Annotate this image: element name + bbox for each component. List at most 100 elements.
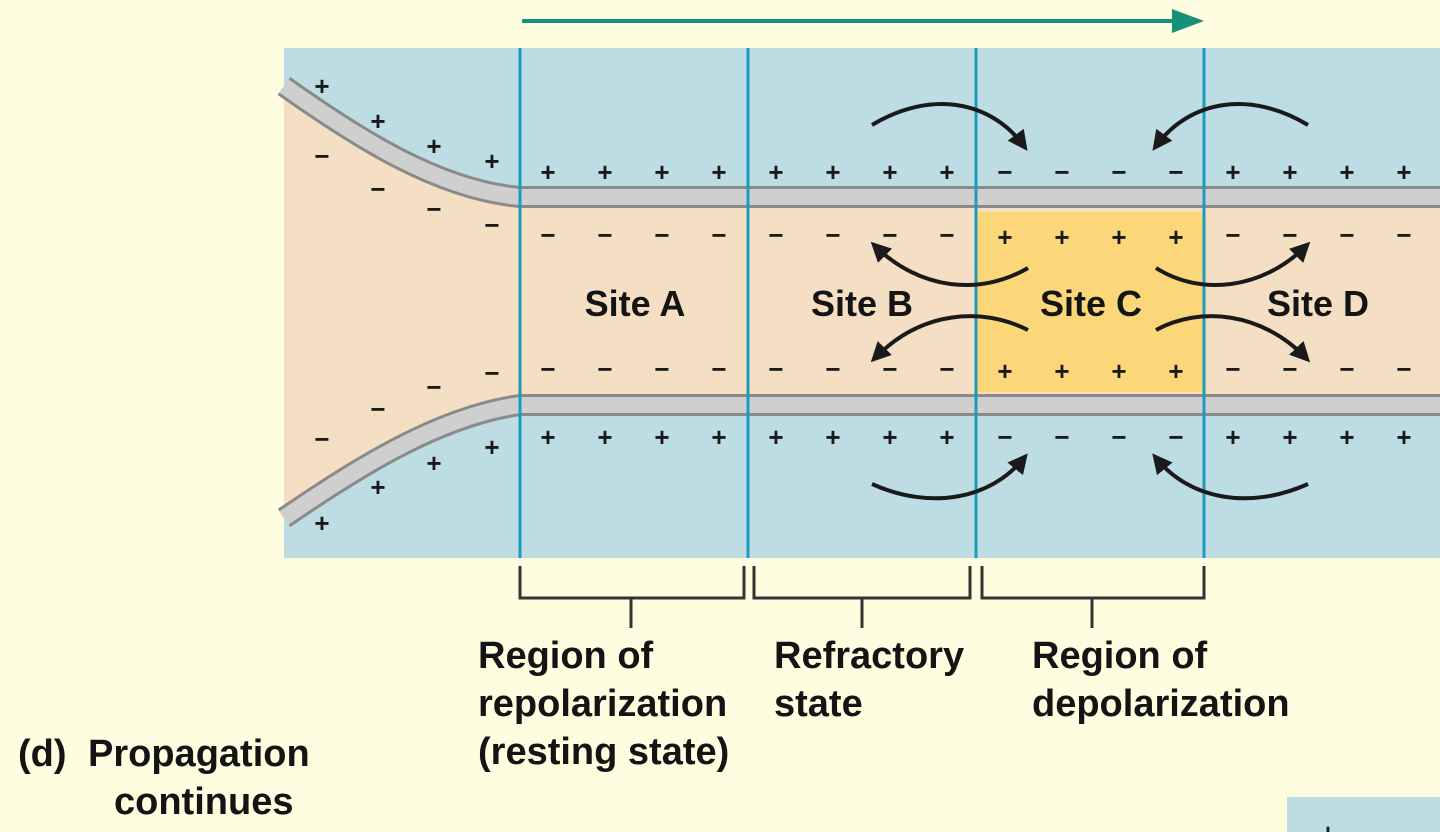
site-a-label: Site A — [585, 283, 686, 324]
minus-charge: − — [882, 354, 897, 384]
plus-charge: + — [1282, 422, 1297, 452]
top-membrane — [277, 77, 1440, 208]
plus-charge: + — [1111, 356, 1126, 386]
minus-charge: − — [597, 354, 612, 384]
minus-charge: − — [654, 220, 669, 250]
plus-charge: + — [654, 422, 669, 452]
plus-charge: + — [1225, 157, 1240, 187]
plus-charge: + — [597, 422, 612, 452]
site-b-label: Site B — [811, 283, 913, 324]
refractory-label: Refractory state — [774, 635, 975, 725]
minus-charge: − — [540, 354, 555, 384]
repolarization-label: Region of repolarization (resting state) — [478, 635, 738, 773]
minus-charge: − — [882, 220, 897, 250]
plus-charge: + — [484, 146, 499, 176]
region-brackets — [518, 566, 1206, 628]
bracket-repolarization — [518, 566, 746, 628]
plus-charge: + — [1111, 222, 1126, 252]
site-d-label: Site D — [1267, 283, 1369, 324]
plus-charge: + — [711, 422, 726, 452]
minus-charge: − — [1168, 422, 1183, 452]
plus-charge: + — [711, 157, 726, 187]
next-panel-edge — [1287, 797, 1440, 832]
caption-text: Propagation continues — [88, 733, 320, 823]
minus-charge: − — [939, 220, 954, 250]
site-dividers — [518, 48, 1206, 558]
plus-charge: + — [540, 422, 555, 452]
minus-charge: − — [540, 220, 555, 250]
bottom-membrane — [277, 394, 1440, 528]
plus-charge: + — [997, 356, 1012, 386]
minus-charge: − — [711, 220, 726, 250]
minus-charge: − — [1168, 157, 1183, 187]
minus-charge: − — [314, 424, 329, 454]
minus-charge: − — [314, 141, 329, 171]
plus-charge: + — [1054, 356, 1069, 386]
plus-charge: + — [370, 472, 385, 502]
bracket-refractory — [752, 566, 972, 628]
plus-charge: + — [825, 157, 840, 187]
plus-charge: + — [540, 157, 555, 187]
minus-charge: − — [1396, 220, 1411, 250]
current-arrow-inner-left-lower — [870, 314, 1029, 363]
minus-charge: − — [1282, 354, 1297, 384]
depolarization-label: Region of depolarization — [1032, 635, 1290, 725]
plus-charge: + — [1339, 422, 1354, 452]
plus-charge: + — [768, 157, 783, 187]
current-arrow-bottom-right-outer — [1152, 453, 1309, 501]
plus-charge: + — [597, 157, 612, 187]
minus-charge: − — [484, 358, 499, 388]
axoplasm — [284, 92, 1440, 512]
minus-charge: − — [1339, 354, 1354, 384]
minus-charge: − — [997, 422, 1012, 452]
plus-charge: + — [939, 157, 954, 187]
local-current-arrows — [870, 102, 1311, 501]
plus-charge: + — [1339, 157, 1354, 187]
plus-charge: + — [882, 157, 897, 187]
plus-charge: + — [1225, 422, 1240, 452]
plus-charge: + — [939, 422, 954, 452]
plus-charge: + — [882, 422, 897, 452]
plus-charge: + — [1396, 422, 1411, 452]
plus-charge: + — [1282, 157, 1297, 187]
minus-charge: − — [1054, 157, 1069, 187]
plus-charge: + — [484, 432, 499, 462]
minus-charge: − — [1054, 422, 1069, 452]
current-arrow-inner-left-upper — [870, 241, 1030, 287]
minus-charge: − — [1225, 220, 1240, 250]
plus-charge: + — [1396, 157, 1411, 187]
plus-charge: + — [654, 157, 669, 187]
bracket-depolarization — [980, 566, 1206, 628]
minus-charge: − — [597, 220, 612, 250]
caption-letter: (d) — [18, 733, 67, 775]
minus-charge: − — [997, 157, 1012, 187]
minus-charge: − — [426, 194, 441, 224]
minus-charge: − — [370, 174, 385, 204]
plus-charge: + — [997, 222, 1012, 252]
minus-charge: − — [370, 394, 385, 424]
plus-charge: + — [1168, 222, 1183, 252]
current-arrow-top-left-outer — [870, 102, 1028, 151]
plus-charge: + — [426, 131, 441, 161]
current-arrow-top-right-outer — [1152, 102, 1310, 151]
plus-charge: + — [314, 71, 329, 101]
minus-charge: − — [768, 220, 783, 250]
minus-charge: − — [484, 210, 499, 240]
minus-charge: − — [426, 372, 441, 402]
minus-charge: − — [1282, 220, 1297, 250]
propagation-direction-arrow — [522, 9, 1204, 33]
minus-charge: − — [1396, 354, 1411, 384]
minus-charge: − — [1111, 157, 1126, 187]
plus-charge: + — [314, 508, 329, 538]
plus-charge: + — [1168, 356, 1183, 386]
site-c-label: Site C — [1040, 283, 1142, 324]
minus-charge: − — [825, 354, 840, 384]
plus-charge: + — [1054, 222, 1069, 252]
plus-charge: + — [768, 422, 783, 452]
minus-charge: − — [1225, 354, 1240, 384]
plus-charge: + — [426, 448, 441, 478]
next-panel-plus: + — [1320, 818, 1335, 832]
depolarized-region — [977, 212, 1204, 392]
